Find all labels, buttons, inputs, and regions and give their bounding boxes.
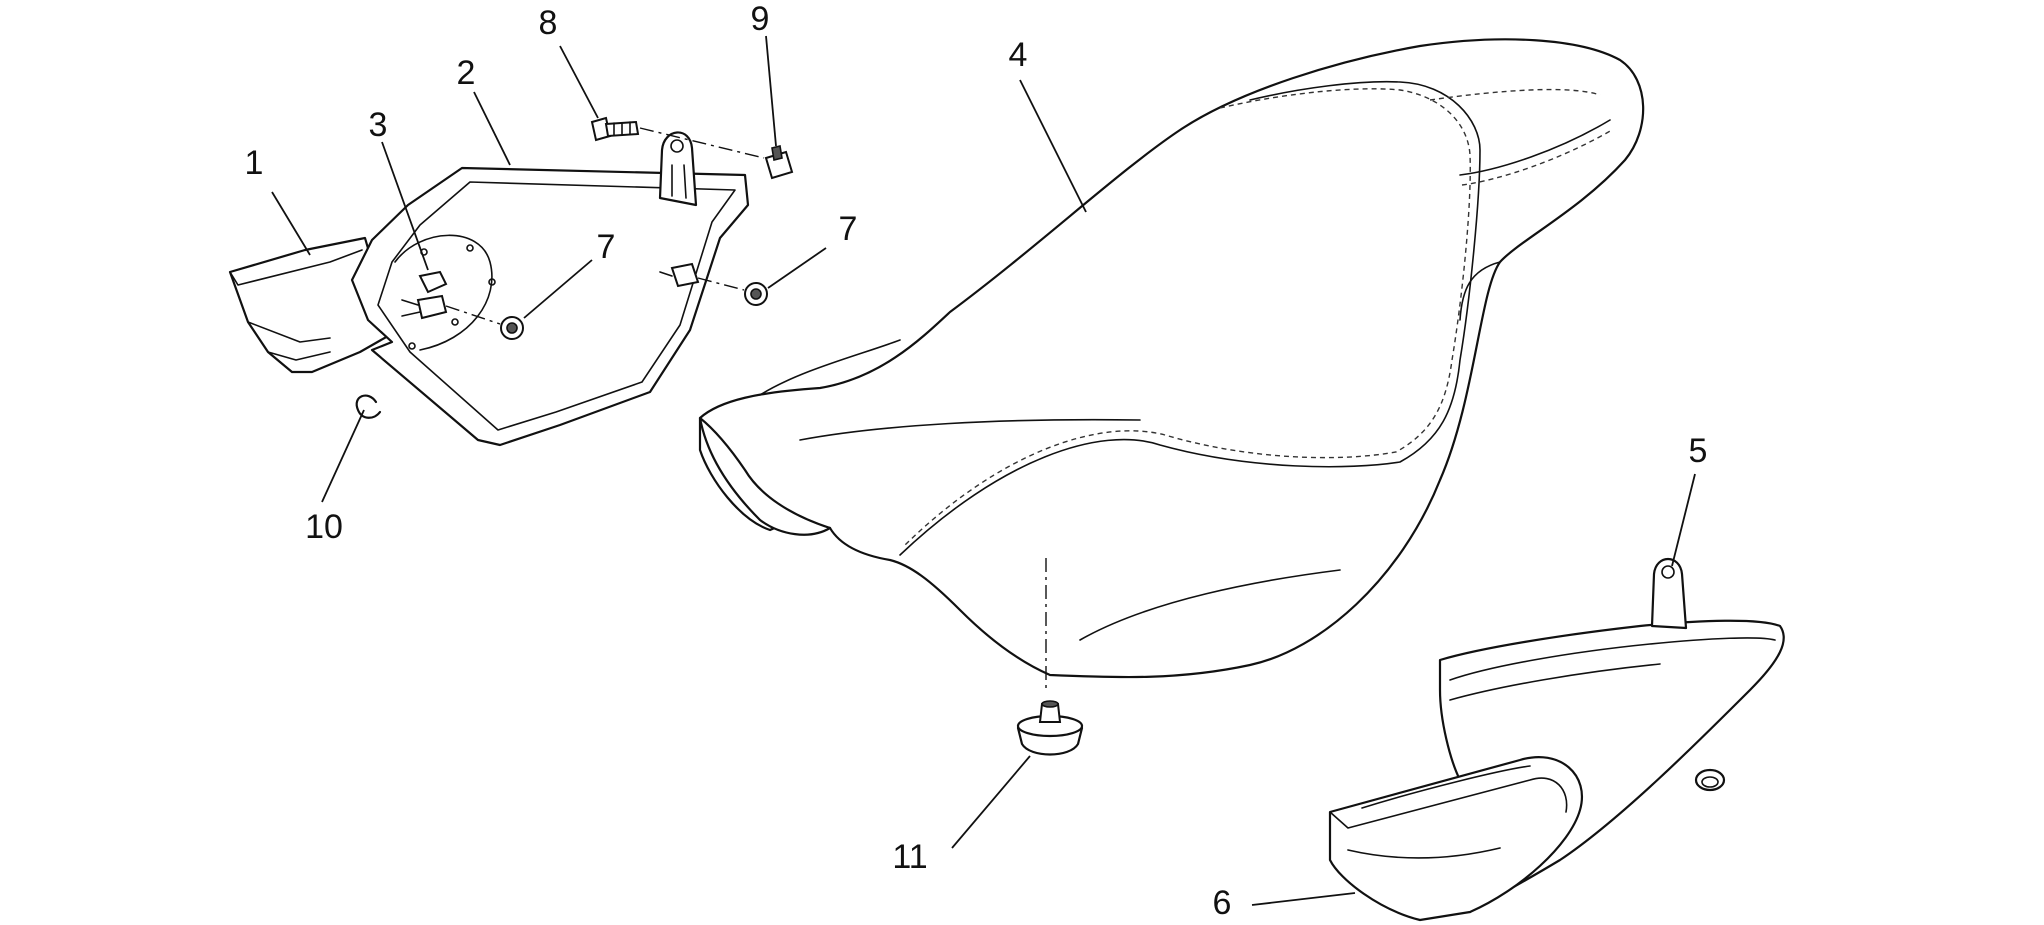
leader-1 (271, 191, 311, 256)
callout-8: 8 (539, 4, 558, 42)
callout-7a: 7 (597, 228, 616, 266)
callout-11: 11 (892, 838, 927, 876)
assembly-axis-bolt-clip (639, 127, 765, 159)
part-8-bolt (590, 116, 640, 142)
leader-10 (321, 409, 365, 503)
part-9-clip-nut (764, 145, 794, 180)
leader-9 (765, 35, 777, 147)
leader-2 (473, 91, 511, 166)
assembly-axis-left-nut (445, 305, 501, 325)
leader-6 (1251, 892, 1356, 906)
callout-7b: 7 (839, 210, 858, 248)
leader-7a (523, 259, 593, 319)
callout-3: 3 (369, 106, 388, 144)
leader-7b (767, 247, 827, 289)
part-1-left-handle (228, 236, 394, 374)
part-7-nut-right (744, 282, 768, 306)
callout-6: 6 (1213, 884, 1232, 922)
leader-3 (381, 141, 429, 271)
callout-5: 5 (1689, 432, 1708, 470)
callout-4: 4 (1009, 36, 1028, 74)
part-2-left-side-panel (350, 131, 750, 447)
callout-9: 9 (751, 0, 770, 38)
leader-5 (1671, 473, 1696, 567)
assembly-axis-right-nut (697, 277, 745, 291)
part-7-nut-left (500, 316, 524, 340)
part-6-right-handle (1328, 756, 1583, 922)
part-4-seat (698, 38, 1645, 679)
part-11-rubber-pad (1016, 700, 1084, 756)
leader-8 (559, 45, 599, 119)
leader-11 (951, 755, 1031, 849)
callout-10: 10 (305, 508, 343, 546)
leader-4 (1019, 79, 1087, 213)
part-10-clip-ring (355, 394, 382, 419)
part-3-rivet-fasteners (401, 262, 700, 320)
callout-2: 2 (457, 54, 476, 92)
callout-1: 1 (245, 144, 264, 182)
